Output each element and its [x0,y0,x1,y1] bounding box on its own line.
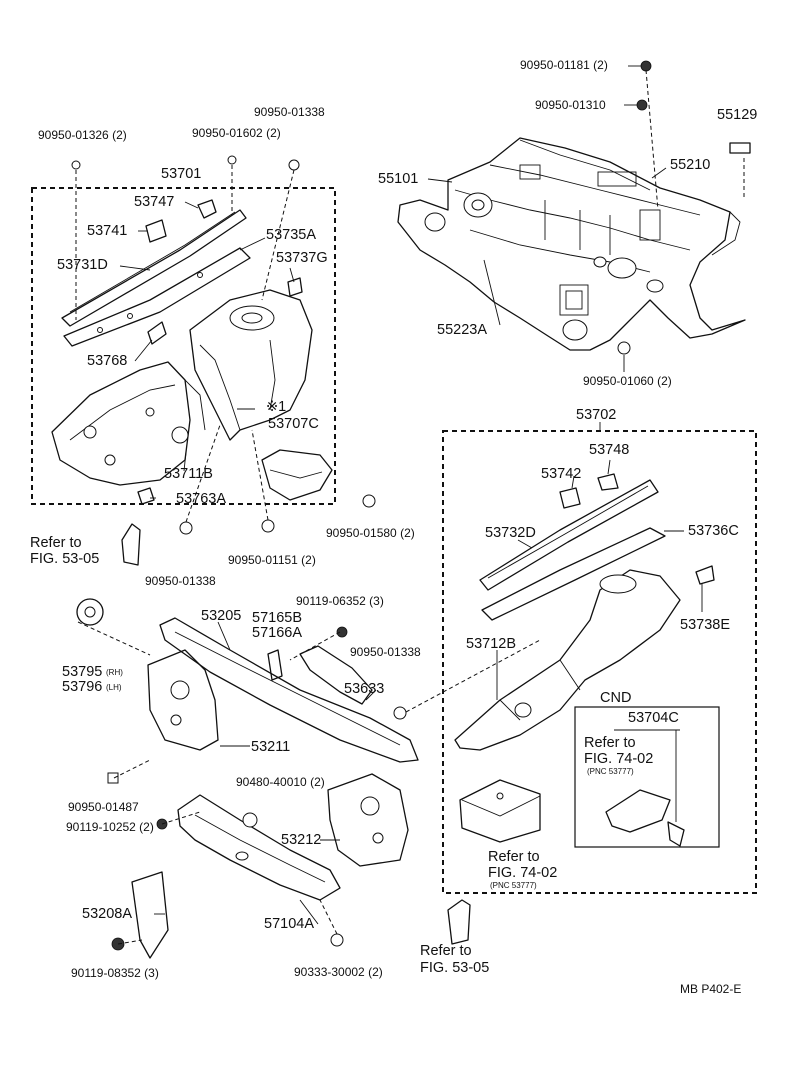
label-53633: 53633 [344,681,385,697]
footer-code: MB P402-E [680,982,742,996]
label-90950-01151: 90950-01151 (2) [228,553,316,567]
headlamp-support-53211 [147,649,219,751]
label-90119-08352: 90119-08352 (3) [71,966,159,980]
label-90333-30002: 90333-30002 (2) [294,965,383,979]
label-53738E: 53738E [680,617,730,633]
apron-53711B [51,361,206,486]
label-53712B: 53712B [466,636,516,652]
label-90950-01338-top: 90950-01338 [254,105,325,119]
label-refer-53-05-left-1: Refer to [30,535,82,551]
label-90950-01181: 90950-01181 (2) [520,58,608,72]
label-53763A: 53763A [176,491,226,507]
refer-53-05-bottom-part [447,899,471,945]
label-53711B: 53711B [164,466,213,482]
wheel-house-53707C [189,289,333,501]
label-53704C: 53704C [628,710,679,726]
apron-reinforce-53731D [61,209,251,347]
label-90950-01487: 90950-01487 [68,800,139,814]
label-90119-10252: 90119-10252 (2) [66,820,154,834]
label-90950-01338-mid: 90950-01338 [145,574,216,588]
label-53748: 53748 [589,442,630,458]
label-90950-01602: 90950-01602 (2) [192,126,281,140]
label-53205: 53205 [201,608,242,624]
label-90119-06352-top: 90119-06352 (3) [296,594,384,608]
group-box-53701 [31,187,336,505]
bracket-53208A [131,871,169,959]
label-53702: 53702 [576,407,617,423]
bracket-53747 [197,199,217,219]
label-90950-01580: 90950-01580 (2) [326,526,415,540]
bracket-57165B [267,649,283,681]
label-90950-01310: 90950-01310 [535,98,606,112]
label-mark-1: ※1 [266,399,287,415]
bracket-53763A [137,487,155,505]
label-53736C: 53736C [688,523,739,539]
group-box-cnd [574,706,720,848]
label-55223A: 55223A [437,322,487,338]
label-53735A: 53735A [266,227,316,243]
bracket-53741 [145,219,167,243]
label-57166A: 57166A [252,625,302,641]
label-53741: 53741 [87,223,128,239]
bracket-53737G [287,277,303,297]
group-box-53702 [442,430,757,894]
label-57165B: 57165B [252,610,302,626]
bracket-53738E [695,565,715,585]
bracket-53748 [597,473,619,491]
label-53208A: 53208A [82,906,132,922]
label-90950-01338-right: 90950-01338 [350,645,421,659]
label-refer-74-02-bottom-1: Refer to [488,849,540,865]
apron-53712B [454,569,681,751]
fasteners [71,60,751,951]
label-refer-74-02-bottom-2: FIG. 74-02 [488,865,558,881]
label-refer-74-02-bottom-pnc: (PNC 53777) [490,881,537,890]
label-55101: 55101 [378,171,419,187]
label-cnd: CND [600,690,632,706]
label-53731D: 53731D [57,257,108,273]
label-refer-74-02-cnd-2: FIG. 74-02 [584,751,654,767]
label-53768: 53768 [87,353,128,369]
refer-53-05-left-part [121,523,141,566]
label-53796-lh: (LH) [106,683,122,692]
reinforce-53736C [481,527,666,621]
label-53701: 53701 [161,166,202,182]
label-53212: 53212 [281,832,322,848]
label-53747: 53747 [134,194,175,210]
label-57104A: 57104A [264,916,314,932]
label-53742: 53742 [541,466,582,482]
bracket-53742 [559,487,581,509]
apron-reinforce-53732D [479,479,659,591]
bracket-53633 [299,645,373,705]
label-53707C: 53707C [268,416,319,432]
hood-lock-53795 [76,598,104,626]
label-53737G: 53737G [276,250,328,266]
bracket-53768 [147,321,167,345]
label-refer-74-02-cnd-1: Refer to [584,735,636,751]
label-refer-53-05-bottom-1: Refer to [420,943,472,959]
label-90950-01326: 90950-01326 (2) [38,128,127,142]
label-refer-53-05-bottom-2: FIG. 53-05 [420,960,490,976]
label-53795: 53795 [62,664,103,680]
label-refer-53-05-left-2: FIG. 53-05 [30,551,100,567]
radiator-support-lower-57104A [177,794,341,901]
reference-lines [75,69,745,945]
label-53211: 53211 [251,739,291,755]
label-55210: 55210 [670,157,711,173]
pnc-53777-bracket [459,779,541,843]
headlamp-support-53212 [327,773,409,867]
label-53732D: 53732D [485,525,536,541]
dash-panel-55101 [397,137,746,351]
label-90950-01060: 90950-01060 (2) [583,374,672,388]
label-90480-40010: 90480-40010 (2) [236,775,325,789]
leader-lines [119,65,703,925]
label-refer-74-02-cnd-pnc: (PNC 53777) [587,767,634,776]
label-53795-rh: (RH) [106,668,123,677]
label-53796: 53796 [62,679,103,695]
label-55129: 55129 [717,107,758,123]
bracket-53704C [605,789,685,847]
